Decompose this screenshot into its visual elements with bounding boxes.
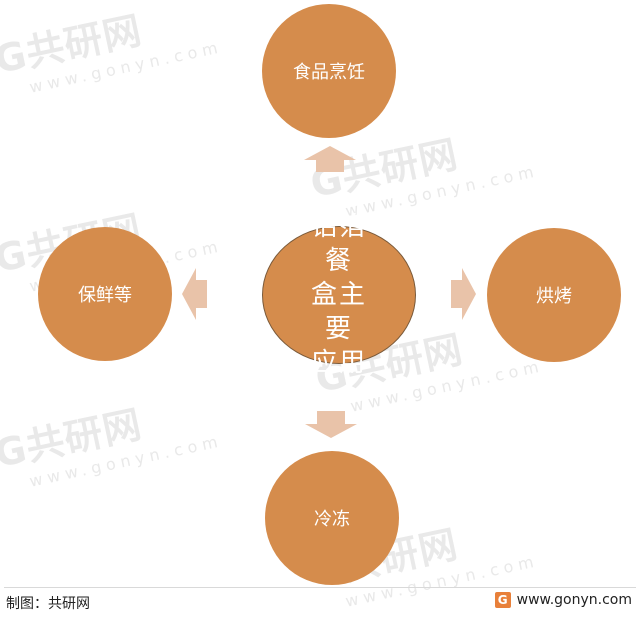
footer-site: G www.gonyn.com	[494, 592, 632, 608]
center-label-line: 盒主要	[310, 280, 367, 344]
node-left: 保鲜等	[38, 227, 172, 361]
arrow-down	[305, 411, 357, 438]
node-bottom: 冷冻	[265, 451, 399, 585]
gonyn-logo-icon: G	[494, 592, 511, 608]
center-label-line: 应用	[310, 348, 367, 378]
arrow-right	[451, 268, 476, 320]
footer-divider	[4, 587, 636, 588]
center-node: 铝箔餐 盒主要 应用	[262, 212, 416, 378]
node-right-label: 烘烤	[536, 286, 572, 307]
arrow-up	[304, 146, 356, 172]
footer-site-url: www.gonyn.com	[516, 592, 632, 608]
node-top-label: 食品烹饪	[293, 62, 365, 83]
node-right: 烘烤	[487, 228, 621, 362]
node-bottom-label: 冷冻	[314, 509, 350, 530]
center-label-line: 铝箔餐	[310, 212, 367, 276]
node-left-label: 保鲜等	[78, 285, 132, 306]
arrow-left	[182, 268, 207, 320]
footer-credit: 制图：共研网	[6, 596, 90, 612]
node-top: 食品烹饪	[262, 4, 396, 138]
